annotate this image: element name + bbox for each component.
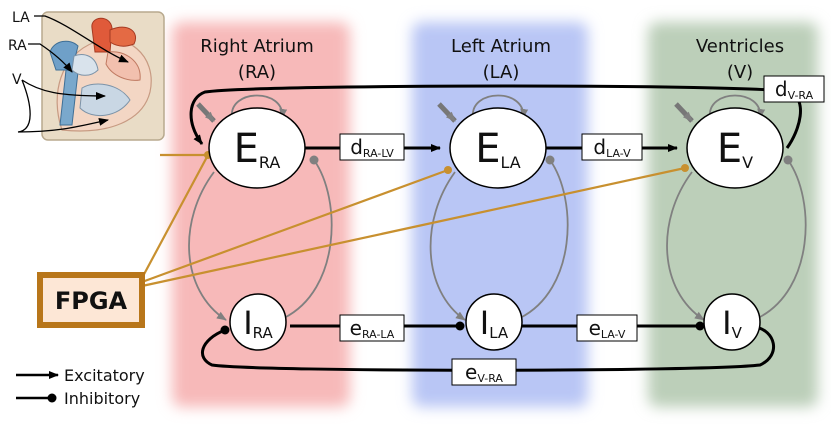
- region-ra: [172, 22, 350, 407]
- node-i-v: IV: [703, 293, 761, 351]
- edge-label-e-la-v: eLA-V: [576, 314, 638, 342]
- node-i-v-sub: V: [732, 324, 743, 342]
- svg-text:dV-RA: dV-RA: [775, 77, 814, 102]
- svg-text:EV: EV: [717, 126, 753, 172]
- v-pointer-line-2: [17, 79, 109, 133]
- node-e-v-main: E: [717, 126, 742, 172]
- region-v-abbr: (V): [727, 62, 753, 83]
- region-la-title: Left Atrium: [451, 36, 551, 57]
- edge-i-la-to-e-la: [519, 155, 569, 319]
- legend-inhibitory-label: Inhibitory: [64, 389, 140, 408]
- node-e-la-sub: LA: [501, 153, 521, 172]
- legend: Excitatory Inhibitory: [16, 366, 145, 408]
- node-e-v: EV: [686, 107, 784, 189]
- svg-text:eLA-V: eLA-V: [589, 316, 626, 341]
- node-i-la-main: I: [480, 304, 489, 342]
- node-e-v-sub: V: [742, 153, 753, 172]
- node-i-la: ILA: [465, 293, 523, 351]
- self-loop-e-ra: [231, 94, 288, 119]
- edge-label-d-v-ra: dV-RA: [763, 75, 825, 103]
- svg-text:dRA-LV: dRA-LV: [350, 135, 394, 160]
- node-i-ra-main: I: [243, 304, 252, 342]
- edge-label-e-v-ra: eV-RA: [451, 358, 517, 386]
- node-i-v-main: I: [722, 304, 731, 342]
- node-e-ra-sub: RA: [259, 153, 280, 172]
- region-la-abbr: (LA): [483, 62, 520, 83]
- edge-label-d-ra-lv: dRA-LV: [339, 133, 405, 161]
- fpga-box: FPGA: [37, 272, 145, 328]
- stimulus-arrow-ra: [196, 102, 216, 123]
- edge-label-e-ra-la: eRA-LA: [339, 314, 405, 342]
- edge-e-v-to-i-v: [666, 171, 705, 321]
- stimulus-arrow-v: [674, 102, 694, 123]
- svg-text:ILA: ILA: [480, 304, 509, 342]
- node-e-ra: ERA: [208, 107, 306, 189]
- svg-text:ERA: ERA: [234, 126, 281, 172]
- edge-e-ra-to-i-ra: [188, 171, 227, 321]
- ra-pointer-line: [28, 43, 73, 73]
- svg-text:IRA: IRA: [243, 304, 273, 342]
- fpga-wire-ra: [141, 154, 209, 279]
- region-v-title: Ventricles: [696, 36, 784, 57]
- legend-excitatory-label: Excitatory: [64, 366, 145, 385]
- fpga-wire-la: [141, 166, 452, 284]
- region-ra-abbr: (RA): [238, 62, 276, 83]
- self-loop-e-v: [709, 94, 766, 119]
- svg-text:eRA-LA: eRA-LA: [350, 316, 395, 341]
- heart-label-v: V: [12, 72, 22, 88]
- v-pointer-line-1: [21, 79, 106, 100]
- edge-e-la-to-i-la: [429, 171, 466, 321]
- node-i-ra: IRA: [229, 293, 287, 351]
- svg-text:eV-RA: eV-RA: [465, 360, 503, 385]
- node-e-la-main: E: [475, 126, 500, 172]
- node-e-ra-main: E: [234, 126, 259, 172]
- fpga-wire-v: [141, 164, 689, 288]
- node-i-la-sub: LA: [489, 324, 509, 342]
- heart-label-la: LA: [12, 10, 30, 26]
- svg-text:ELA: ELA: [475, 126, 521, 172]
- svg-text:IV: IV: [722, 304, 742, 342]
- heart-label-ra: RA: [8, 38, 27, 54]
- region-ra-title: Right Atrium: [200, 36, 314, 57]
- node-i-ra-sub: RA: [253, 324, 274, 342]
- self-loop-e-la: [472, 94, 529, 119]
- edge-i-ra-to-e-ra: [283, 155, 333, 319]
- svg-text:dLA-V: dLA-V: [593, 135, 631, 160]
- heart-illustration: [41, 11, 165, 141]
- la-pointer-line: [34, 15, 129, 63]
- edge-label-d-la-v: dLA-V: [581, 133, 643, 161]
- edge-i-v-to-e-v: [757, 155, 807, 319]
- stimulus-arrow-la: [437, 102, 457, 123]
- node-e-la: ELA: [449, 107, 547, 189]
- fpga-label: FPGA: [55, 287, 128, 315]
- region-la: [412, 22, 588, 407]
